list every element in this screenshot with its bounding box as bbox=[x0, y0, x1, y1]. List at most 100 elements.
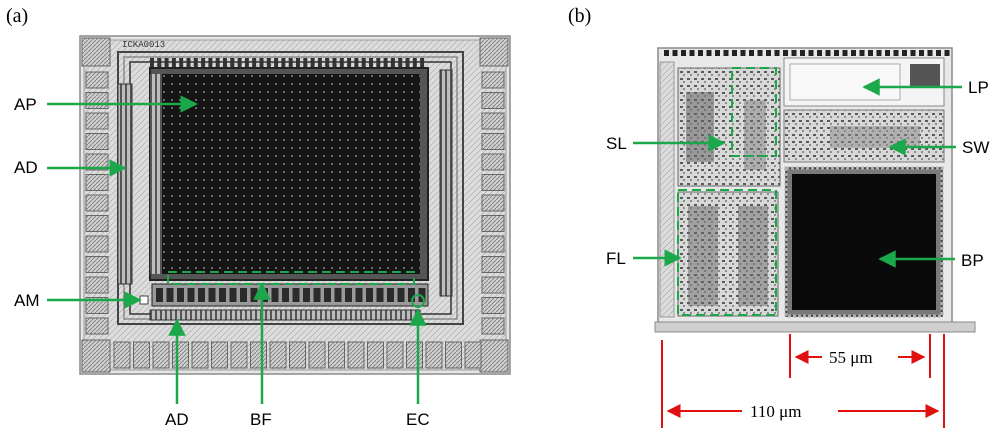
io-pad bbox=[85, 276, 109, 294]
callout-lp-label: LP bbox=[968, 78, 989, 97]
comb-finger bbox=[412, 58, 417, 67]
right-pad-column bbox=[481, 71, 505, 335]
lp-inner bbox=[789, 63, 901, 101]
top-via bbox=[791, 50, 797, 56]
right-driver-strip bbox=[439, 69, 453, 297]
buffer-cell bbox=[334, 288, 342, 302]
buffer-cell bbox=[208, 288, 216, 302]
comb-finger bbox=[347, 58, 352, 67]
io-pad bbox=[481, 71, 505, 89]
top-via bbox=[876, 50, 882, 56]
callout-ad-left-label: AD bbox=[14, 158, 38, 177]
buffer-cell bbox=[355, 288, 363, 302]
comb-finger bbox=[237, 58, 242, 67]
comb-finger bbox=[339, 58, 344, 67]
buffer-cell bbox=[387, 288, 394, 302]
io-pad bbox=[425, 341, 443, 369]
comb-finger bbox=[230, 58, 235, 67]
buffer-cell bbox=[408, 288, 415, 302]
buffer-cell bbox=[324, 288, 331, 302]
top-via bbox=[842, 50, 848, 56]
io-pad bbox=[172, 341, 189, 369]
comb-finger bbox=[354, 58, 359, 67]
comb-finger bbox=[208, 58, 213, 67]
top-via bbox=[783, 50, 788, 56]
io-pad bbox=[152, 341, 170, 369]
io-pad bbox=[85, 92, 109, 109]
top-pad-strip bbox=[664, 50, 950, 56]
buffer-cell bbox=[292, 288, 300, 302]
io-pad bbox=[85, 317, 109, 335]
address-decoder-bottom bbox=[149, 309, 421, 321]
callout-am-label: AM bbox=[14, 291, 40, 310]
chip-b-bottom-rail bbox=[654, 321, 976, 333]
io-pad bbox=[481, 215, 505, 232]
io-pad bbox=[406, 341, 423, 369]
top-via bbox=[672, 50, 678, 56]
corner-pad bbox=[81, 37, 111, 67]
top-via bbox=[800, 50, 805, 56]
comb-finger bbox=[398, 58, 403, 67]
corner-pad bbox=[81, 339, 111, 373]
buffer-cell bbox=[219, 288, 226, 302]
io-pad bbox=[85, 153, 109, 171]
comb-finger bbox=[303, 58, 308, 67]
buffer-cell bbox=[198, 288, 205, 302]
corner-pad bbox=[479, 37, 509, 67]
comb-finger bbox=[332, 58, 337, 67]
buffer-cell bbox=[166, 288, 174, 302]
io-pad bbox=[481, 297, 505, 314]
io-pad bbox=[445, 341, 462, 369]
top-via bbox=[902, 50, 907, 56]
top-via bbox=[698, 50, 703, 56]
corner-pad bbox=[479, 339, 509, 373]
buffer-cell bbox=[156, 288, 163, 302]
comb-finger bbox=[376, 58, 381, 67]
io-pad bbox=[481, 256, 505, 273]
buffer-highlight-box bbox=[167, 271, 415, 285]
comb-finger bbox=[281, 58, 286, 67]
comb-finger bbox=[171, 58, 176, 67]
top-via bbox=[910, 50, 916, 56]
io-pad bbox=[481, 92, 505, 109]
chip-id-label: ICKA0013 bbox=[122, 40, 165, 50]
big-photodiode bbox=[792, 174, 936, 310]
callout-fl-label: FL bbox=[606, 249, 626, 268]
buffer-cell bbox=[345, 288, 352, 302]
io-pad bbox=[386, 341, 404, 369]
left-routing bbox=[659, 61, 675, 318]
callout-ad-bottom-label: AD bbox=[165, 410, 189, 429]
comb-finger bbox=[164, 58, 169, 67]
comb-finger bbox=[244, 58, 249, 67]
comb-finger bbox=[310, 58, 315, 67]
top-via bbox=[808, 50, 814, 56]
comb-finger bbox=[252, 58, 257, 67]
callout-ec-label: EC bbox=[406, 410, 430, 429]
bp-contact-ring bbox=[784, 166, 944, 318]
io-pad bbox=[85, 297, 109, 314]
io-pad bbox=[113, 341, 131, 369]
io-pad bbox=[133, 341, 150, 369]
io-pad bbox=[85, 112, 109, 130]
logic-cell bbox=[738, 206, 768, 306]
sw-cells bbox=[830, 126, 920, 148]
io-pad bbox=[481, 194, 505, 212]
buffer-cell bbox=[177, 288, 184, 302]
top-via bbox=[732, 50, 737, 56]
io-pad bbox=[481, 276, 505, 294]
comb-finger bbox=[383, 58, 388, 67]
io-pad bbox=[85, 71, 109, 89]
top-via bbox=[681, 50, 686, 56]
io-pad bbox=[250, 341, 267, 369]
top-via bbox=[664, 50, 669, 56]
bottom-pad-row bbox=[113, 341, 482, 369]
top-via bbox=[927, 50, 933, 56]
top-via bbox=[868, 50, 873, 56]
comb-finger bbox=[266, 58, 271, 67]
top-via bbox=[689, 50, 695, 56]
comb-finger bbox=[325, 58, 330, 67]
callout-sw-label: SW bbox=[962, 138, 989, 157]
top-comb bbox=[150, 58, 425, 67]
comb-finger bbox=[288, 58, 293, 67]
io-pad bbox=[85, 133, 109, 150]
